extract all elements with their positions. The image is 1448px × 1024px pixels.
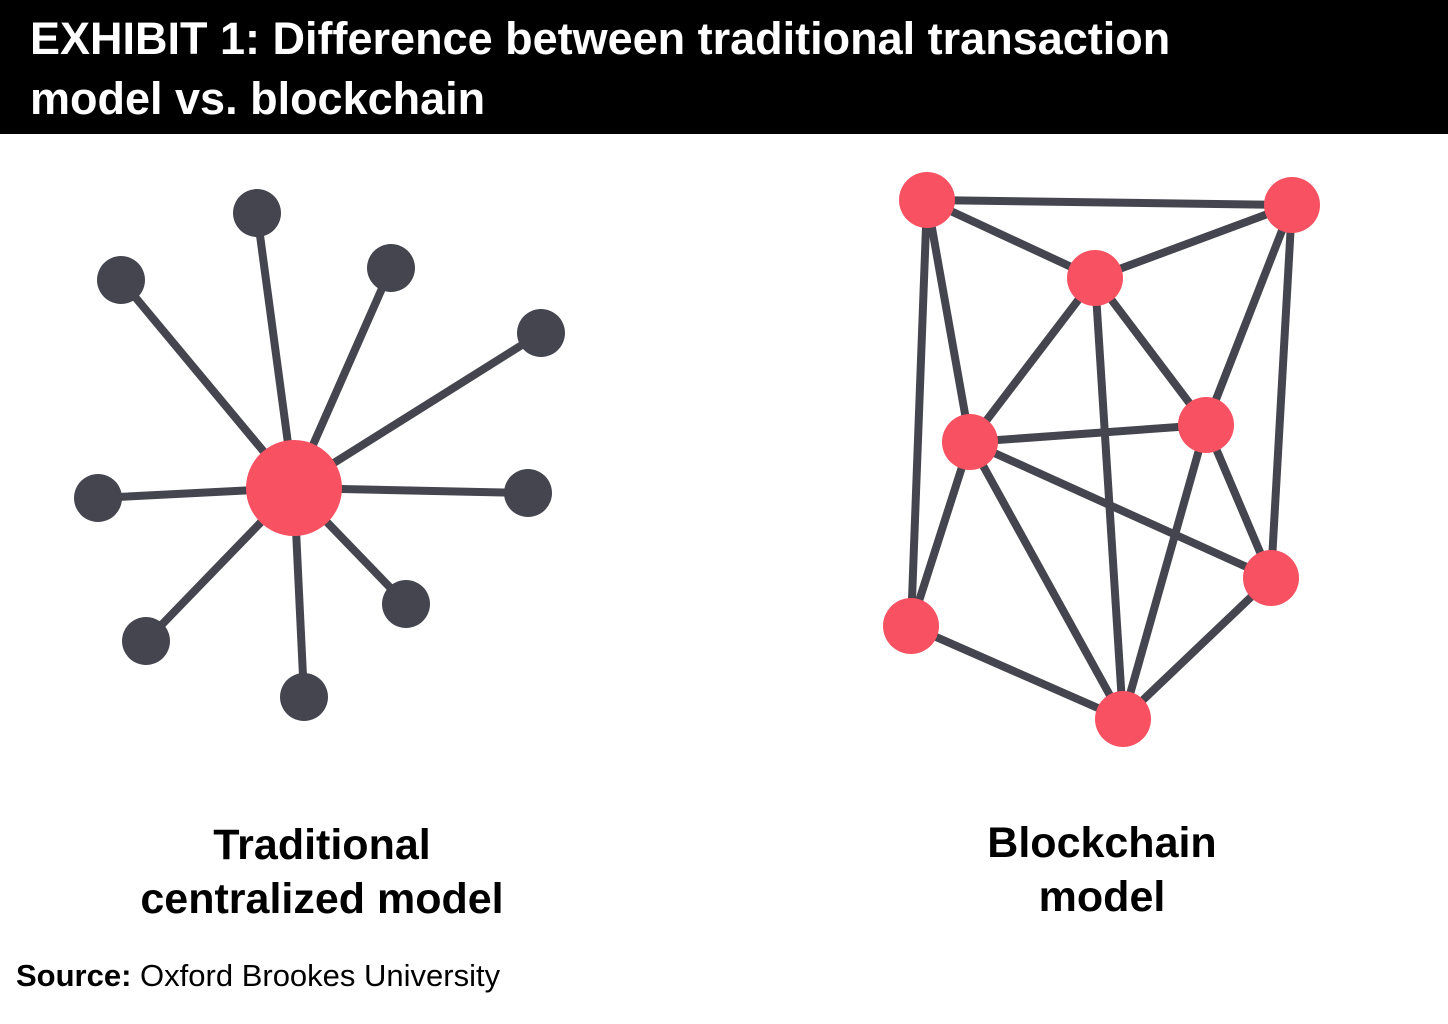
mesh-edge	[1091, 274, 1210, 429]
centralized-model-caption: Traditional centralized model	[122, 818, 522, 926]
leaf-node	[122, 617, 170, 665]
title-bar: EXHIBIT 1: Difference between traditiona…	[0, 0, 1448, 134]
peer-node	[1178, 397, 1234, 453]
peer-node	[1264, 177, 1320, 233]
peer-node	[899, 172, 955, 228]
mesh-edge	[1091, 201, 1296, 282]
mesh-edge	[1202, 201, 1296, 429]
peer-node	[883, 598, 939, 654]
leaf-node	[517, 309, 565, 357]
centralized-caption-line-2: centralized model	[140, 875, 504, 923]
leaf-node	[280, 673, 328, 721]
hub-node	[246, 440, 342, 536]
mesh-edge	[923, 196, 974, 446]
mesh-edge	[966, 438, 1127, 723]
mesh-edge	[1091, 274, 1127, 723]
title-line-2: model vs. blockchain	[30, 73, 486, 124]
centralized-nodes	[74, 189, 565, 721]
blockchain-caption-line-2: model	[1038, 873, 1166, 921]
mesh-edge	[966, 421, 1210, 446]
blockchain-nodes	[883, 172, 1320, 747]
spoke-edge	[290, 329, 545, 492]
blockchain-caption-line-1: Blockchain	[987, 819, 1217, 867]
leaf-node	[233, 189, 281, 237]
mesh-edge	[907, 196, 931, 630]
peer-node	[1067, 250, 1123, 306]
centralized-caption-line-1: Traditional	[213, 821, 431, 869]
mesh-edge	[923, 196, 1099, 282]
peer-node	[1243, 550, 1299, 606]
title-line-1: EXHIBIT 1: Difference between traditiona…	[30, 13, 1171, 64]
mesh-edge	[1119, 421, 1210, 723]
leaf-node	[74, 474, 122, 522]
leaf-node	[97, 256, 145, 304]
mesh-edge	[1119, 574, 1275, 723]
mesh-edge	[923, 196, 1296, 209]
source-note: Source: Oxford Brookes University	[16, 958, 500, 994]
peer-node	[1095, 691, 1151, 747]
mesh-edge	[907, 622, 1127, 723]
leaf-node	[504, 469, 552, 517]
mesh-edge	[907, 438, 974, 630]
leaf-node	[367, 244, 415, 292]
mesh-edge	[1267, 201, 1296, 582]
peer-node	[942, 414, 998, 470]
blockchain-model-caption: Blockchain model	[902, 816, 1302, 924]
source-label: Source:	[16, 958, 132, 993]
leaf-node	[382, 580, 430, 628]
mesh-edge	[966, 274, 1099, 446]
source-text: Oxford Brookes University	[140, 958, 501, 993]
mesh-edge	[966, 438, 1275, 582]
